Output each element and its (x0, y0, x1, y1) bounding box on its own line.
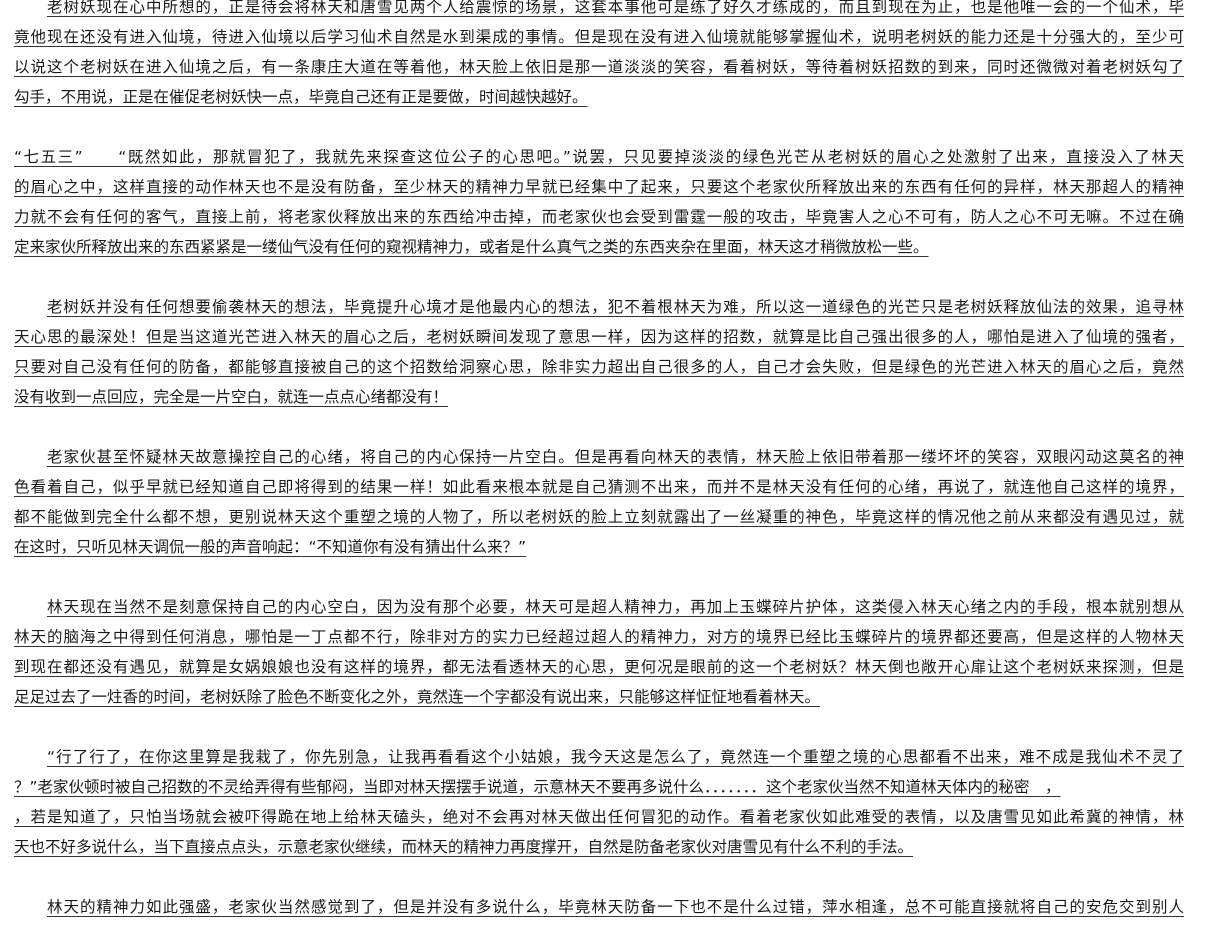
text-line-content: 竟他现在还没有进入仙境，待进入仙境以后学习仙术自然是水到渠成的事情。但是现在没有… (14, 28, 1184, 46)
text-line-content: 林天的脑海之中得到任何消息，哪怕是一丁点都不行，除非对方的实力已经超过超人的精神… (14, 628, 1184, 646)
text-line: 林天的精神力如此强盛，老家伙当然感觉到了，但是并没有多说什么，毕竟林天防备一下也… (14, 892, 1184, 922)
paragraph: 老树妖并没有任何想要偷袭林天的想法，毕竟提升心境才是他最内心的想法，犯不着根林天… (14, 292, 1184, 412)
text-line: 老树妖现在心中所想的，正是待会将林天和唐雪见两个人给震惊的场景，这套本事他可是练… (14, 0, 1184, 22)
text-line: 力就不会有任何的客气，直接上前，将老家伙释放出来的东西给冲击掉，而老家伙也会受到… (14, 202, 1184, 232)
text-line-content: 在这时，只听见林天调侃一般的声音响起：“不知道你有没有猜出什么来？” (14, 538, 527, 556)
text-line: 足足过去了一炷香的时间，老树妖除了脸色不断变化之外，竟然连一个字都没有说出来，只… (14, 682, 1184, 712)
text-line-content: “行了行了，在你这里算是我栽了，你先别急，让我再看看这个小姑娘，我今天这是怎么了… (47, 748, 1184, 766)
text-line-content: 以说这个老树妖在进入仙境之后，有一条康庄大道在等着他，林天脸上依旧是那一道淡淡的… (14, 58, 1184, 76)
text-line: 竟他现在还没有进入仙境，待进入仙境以后学习仙术自然是水到渠成的事情。但是现在没有… (14, 22, 1184, 52)
text-line-content: 都不能做到完全什么都不想，更别说林天这个重塑之境的人物了，所以老树妖的脸上立刻就… (14, 508, 1184, 526)
text-line-content: ？”老家伙顿时被自己招数的不灵给弄得有些郁闷，当即对林天摆摆手说道，示意林天不要… (14, 778, 1061, 796)
text-line: 老树妖并没有任何想要偷袭林天的想法，毕竟提升心境才是他最内心的想法，犯不着根林天… (14, 292, 1184, 322)
text-line: ？”老家伙顿时被自己招数的不灵给弄得有些郁闷，当即对林天摆摆手说道，示意林天不要… (14, 772, 1184, 802)
paragraph: 老家伙甚至怀疑林天故意操控自己的心绪，将自己的内心保持一片空白。但是再看向林天的… (14, 442, 1184, 562)
text-line-content: ，若是知道了，只怕当场就会被吓得跪在地上给林天磕头，绝对不会再对林天做出任何冒犯… (14, 808, 1184, 826)
text-line: 没有收到一点回应，完全是一片空白，就连一点点心绪都没有！ (14, 382, 1184, 412)
text-line: 天也不好多说什么，当下直接点点头，示意老家伙继续，而林天的精神力再度撑开，自然是… (14, 832, 1184, 862)
paragraph: “行了行了，在你这里算是我栽了，你先别急，让我再看看这个小姑娘，我今天这是怎么了… (14, 742, 1184, 862)
text-line-content: 老树妖并没有任何想要偷袭林天的想法，毕竟提升心境才是他最内心的想法，犯不着根林天… (47, 298, 1184, 316)
text-line: 只要对自己没有任何的防备，都能够直接被自己的这个招数给洞察心思，除非实力超出自己… (14, 352, 1184, 382)
text-line-content: 力就不会有任何的客气，直接上前，将老家伙释放出来的东西给冲击掉，而老家伙也会受到… (14, 208, 1184, 226)
paragraph: “七五三” “既然如此，那就冒犯了，我就先来探查这位公子的心思吧。”说罢，只见要… (14, 142, 1184, 262)
text-line-content: 色看着自己，似乎早就已经知道自己即将得到的结果一样！如此看来根本就是自己猜测不出… (14, 478, 1184, 496)
text-line: 林天现在当然不是刻意保持自己的内心空白，因为没有那个必要，林天可是超人精神力，再… (14, 592, 1184, 622)
paragraph: 老树妖现在心中所想的，正是待会将林天和唐雪见两个人给震惊的场景，这套本事他可是练… (14, 0, 1184, 112)
text-line-content: 到现在都还没有遇见，就算是女娲娘娘也没有这样的境界，都无法看透林天的心思，更何况… (14, 658, 1184, 676)
text-line: 林天的脑海之中得到任何消息，哪怕是一丁点都不行，除非对方的实力已经超过超人的精神… (14, 622, 1184, 652)
text-line: 老家伙甚至怀疑林天故意操控自己的心绪，将自己的内心保持一片空白。但是再看向林天的… (14, 442, 1184, 472)
text-line-content: 足足过去了一炷香的时间，老树妖除了脸色不断变化之外，竟然连一个字都没有说出来，只… (14, 688, 821, 706)
document-body: 老树妖现在心中所想的，正是待会将林天和唐雪见两个人给震惊的场景，这套本事他可是练… (14, 0, 1184, 952)
text-line: ，若是知道了，只怕当场就会被吓得跪在地上给林天磕头，绝对不会再对林天做出任何冒犯… (14, 802, 1184, 832)
text-line: 的眉心之中，这样直接的动作林天也不是没有防备，至少林天的精神力早就已经集中了起来… (14, 172, 1184, 202)
text-line-content: 没有收到一点回应，完全是一片空白，就连一点点心绪都没有！ (14, 388, 449, 406)
text-line-content: 老树妖现在心中所想的，正是待会将林天和唐雪见两个人给震惊的场景，这套本事他可是练… (47, 0, 1184, 16)
text-line-content: 林天的精神力如此强盛，老家伙当然感觉到了，但是并没有多说什么，毕竟林天防备一下也… (47, 898, 1184, 916)
text-line-content: 定来家伙所释放出来的东西紧紧是一缕仙气没有任何的窥视精神力，或者是什么真气之类的… (14, 238, 929, 256)
paragraph: 林天现在当然不是刻意保持自己的内心空白，因为没有那个必要，林天可是超人精神力，再… (14, 592, 1184, 712)
text-line: “行了行了，在你这里算是我栽了，你先别急，让我再看看这个小姑娘，我今天这是怎么了… (14, 742, 1184, 772)
text-line-content: 老家伙甚至怀疑林天故意操控自己的心绪，将自己的内心保持一片空白。但是再看向林天的… (47, 448, 1184, 466)
text-line-content: 勾手，不用说，正是在催促老树妖快一点，毕竟自己还有正是要做，时间越快越好。 (14, 88, 588, 106)
text-line: 都不能做到完全什么都不想，更别说林天这个重塑之境的人物了，所以老树妖的脸上立刻就… (14, 502, 1184, 532)
text-line: 以说这个老树妖在进入仙境之后，有一条康庄大道在等着他，林天脸上依旧是那一道淡淡的… (14, 52, 1184, 82)
text-line: 天心思的最深处！但是当这道光芒进入林天的眉心之后，老树妖瞬间发现了意思一样，因为… (14, 322, 1184, 352)
text-line-content: 只要对自己没有任何的防备，都能够直接被自己的这个招数给洞察心思，除非实力超出自己… (14, 358, 1184, 376)
text-line: “七五三” “既然如此，那就冒犯了，我就先来探查这位公子的心思吧。”说罢，只见要… (14, 142, 1184, 172)
text-line-content: 天也不好多说什么，当下直接点点头，示意老家伙继续，而林天的精神力再度撑开，自然是… (14, 838, 914, 856)
text-line: 在这时，只听见林天调侃一般的声音响起：“不知道你有没有猜出什么来？” (14, 532, 1184, 562)
text-line: 定来家伙所释放出来的东西紧紧是一缕仙气没有任何的窥视精神力，或者是什么真气之类的… (14, 232, 1184, 262)
text-line: 勾手，不用说，正是在催促老树妖快一点，毕竟自己还有正是要做，时间越快越好。 (14, 82, 1184, 112)
text-line: 到现在都还没有遇见，就算是女娲娘娘也没有这样的境界，都无法看透林天的心思，更何况… (14, 652, 1184, 682)
text-line-content: “七五三” “既然如此，那就冒犯了，我就先来探查这位公子的心思吧。”说罢，只见要… (14, 148, 1184, 166)
text-line-content: 的眉心之中，这样直接的动作林天也不是没有防备，至少林天的精神力早就已经集中了起来… (14, 178, 1184, 196)
text-line-content: 林天现在当然不是刻意保持自己的内心空白，因为没有那个必要，林天可是超人精神力，再… (47, 598, 1184, 616)
paragraph: 林天的精神力如此强盛，老家伙当然感觉到了，但是并没有多说什么，毕竟林天防备一下也… (14, 892, 1184, 922)
text-line: 色看着自己，似乎早就已经知道自己即将得到的结果一样！如此看来根本就是自己猜测不出… (14, 472, 1184, 502)
text-line-content: 天心思的最深处！但是当这道光芒进入林天的眉心之后，老树妖瞬间发现了意思一样，因为… (14, 328, 1184, 346)
